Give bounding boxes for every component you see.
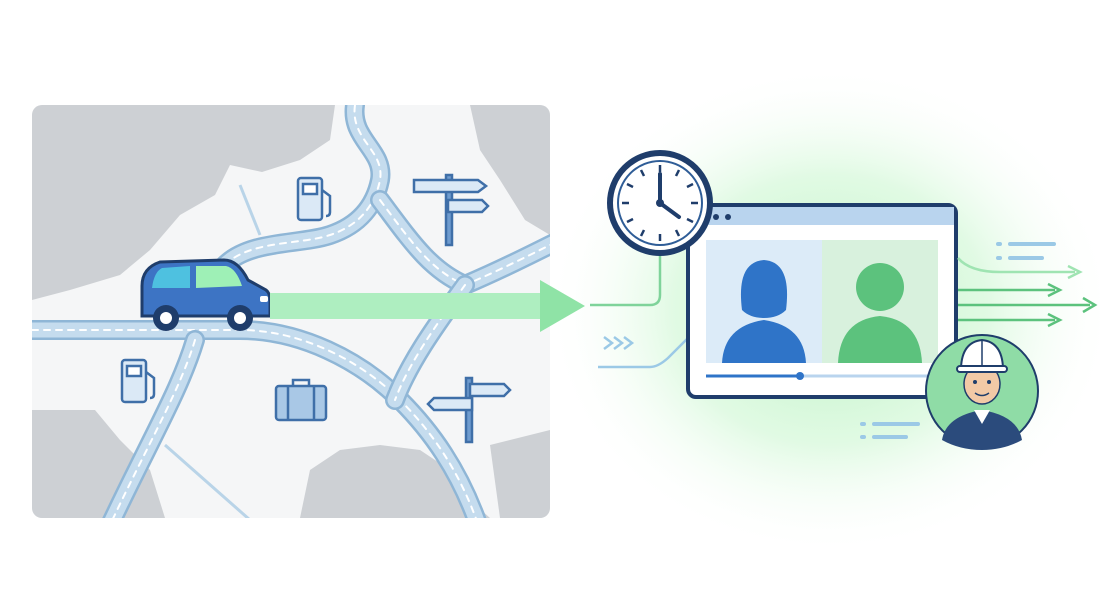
video-window-icon (686, 203, 958, 399)
person-female-silhouette-icon (722, 260, 806, 363)
chevron-right-icon (603, 336, 635, 350)
speed-lines-icon (957, 257, 1098, 328)
engineer-avatar-icon (925, 334, 1039, 450)
suitcase-icon (274, 378, 328, 422)
signpost-icon (412, 173, 490, 247)
person-male-silhouette-icon (838, 263, 922, 363)
text-lines-icon (996, 242, 1056, 260)
map-land (32, 105, 335, 300)
text-lines-icon (860, 422, 920, 439)
fuel-pump-icon (120, 358, 156, 404)
clock-icon (607, 150, 713, 256)
map-land (300, 445, 490, 518)
signpost-icon (426, 376, 512, 444)
connector-lines (590, 245, 691, 369)
fuel-pump-icon (296, 176, 332, 222)
car-icon (140, 258, 272, 331)
map-land (490, 430, 550, 518)
arrow-right-icon (270, 280, 585, 332)
map-land (470, 105, 550, 235)
roads (32, 105, 550, 518)
